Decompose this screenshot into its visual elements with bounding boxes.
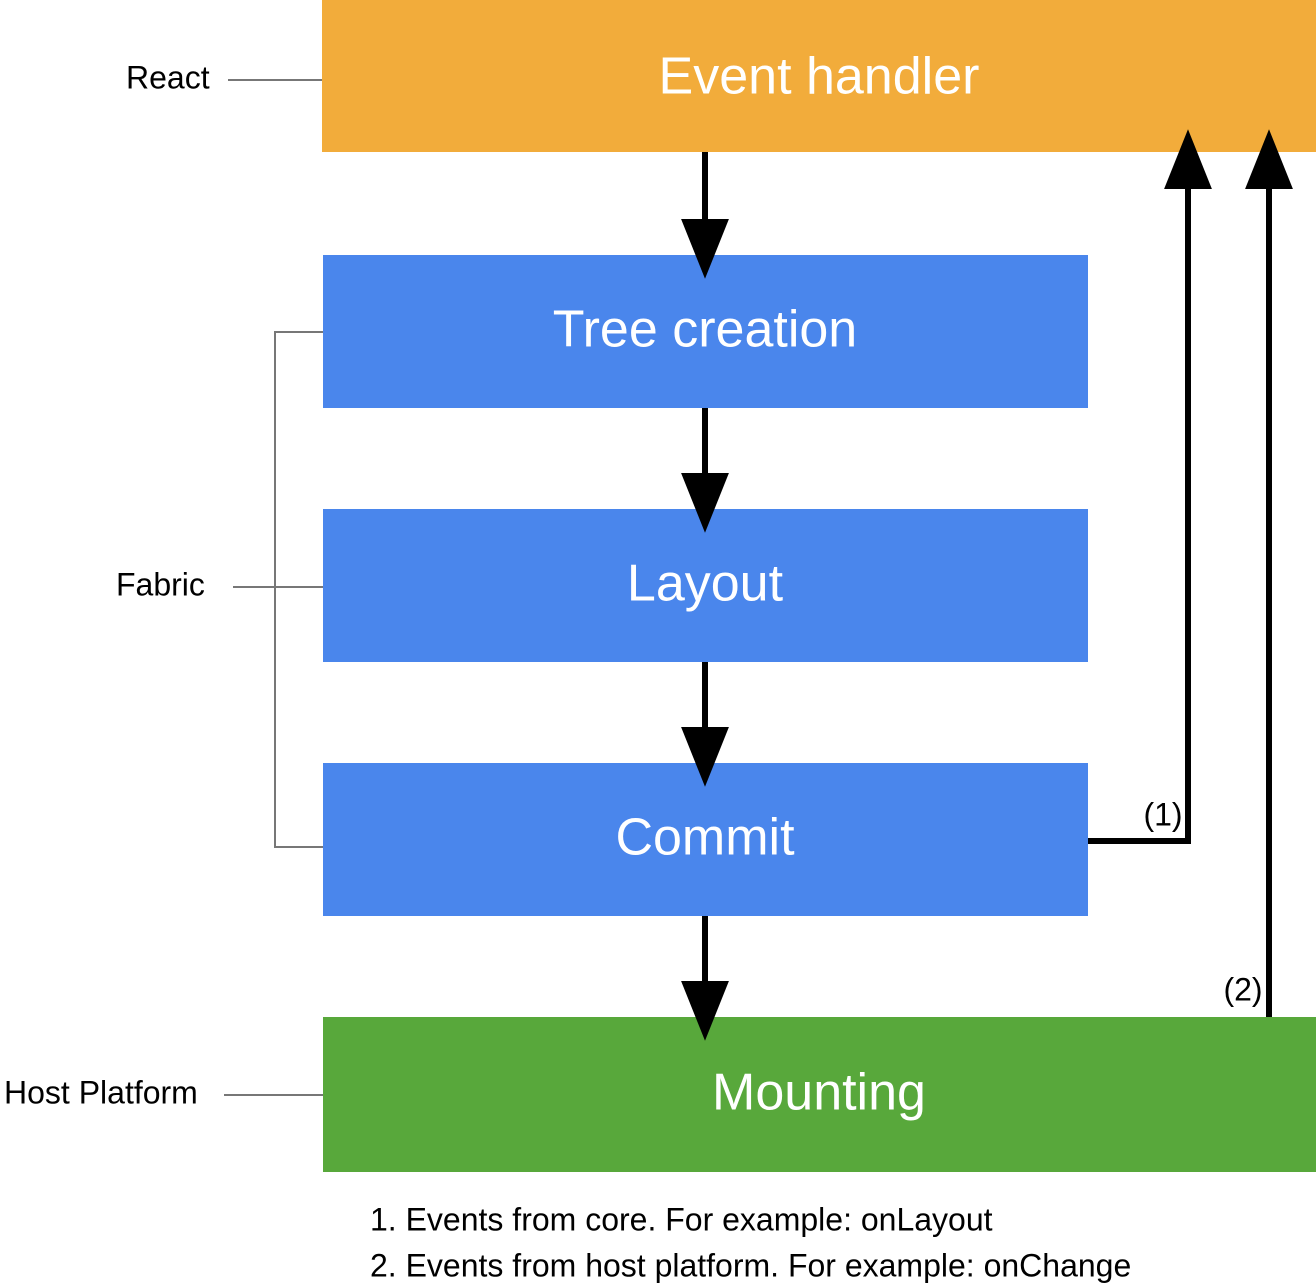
feedback-marker-2-label: (2) xyxy=(1223,971,1262,1007)
box-tree-creation[interactable] xyxy=(323,255,1088,408)
box-commit-label: Commit xyxy=(615,809,795,867)
feedback-arrow-1 xyxy=(1088,129,1212,844)
box-layout[interactable] xyxy=(323,509,1088,662)
box-mounting[interactable] xyxy=(323,1017,1316,1172)
box-tree-creation-label: Tree creation xyxy=(553,301,857,359)
box-event-handler[interactable] xyxy=(322,0,1316,152)
box-layout-label: Layout xyxy=(627,555,784,613)
legend-item-2: 2. Events from host platform. For exampl… xyxy=(370,1247,1131,1283)
box-event-handler-label: Event handler xyxy=(659,48,980,106)
host-platform-label: Host Platform xyxy=(4,1074,198,1110)
fabric-bracket xyxy=(274,331,323,848)
react-label: React xyxy=(126,59,210,95)
feedback-marker-1-label: (1) xyxy=(1143,796,1182,832)
box-commit[interactable] xyxy=(323,763,1088,916)
box-mounting-label: Mounting xyxy=(712,1064,926,1122)
legend-item-1: 1. Events from core. For example: onLayo… xyxy=(370,1201,993,1237)
fabric-label: Fabric xyxy=(116,566,205,602)
